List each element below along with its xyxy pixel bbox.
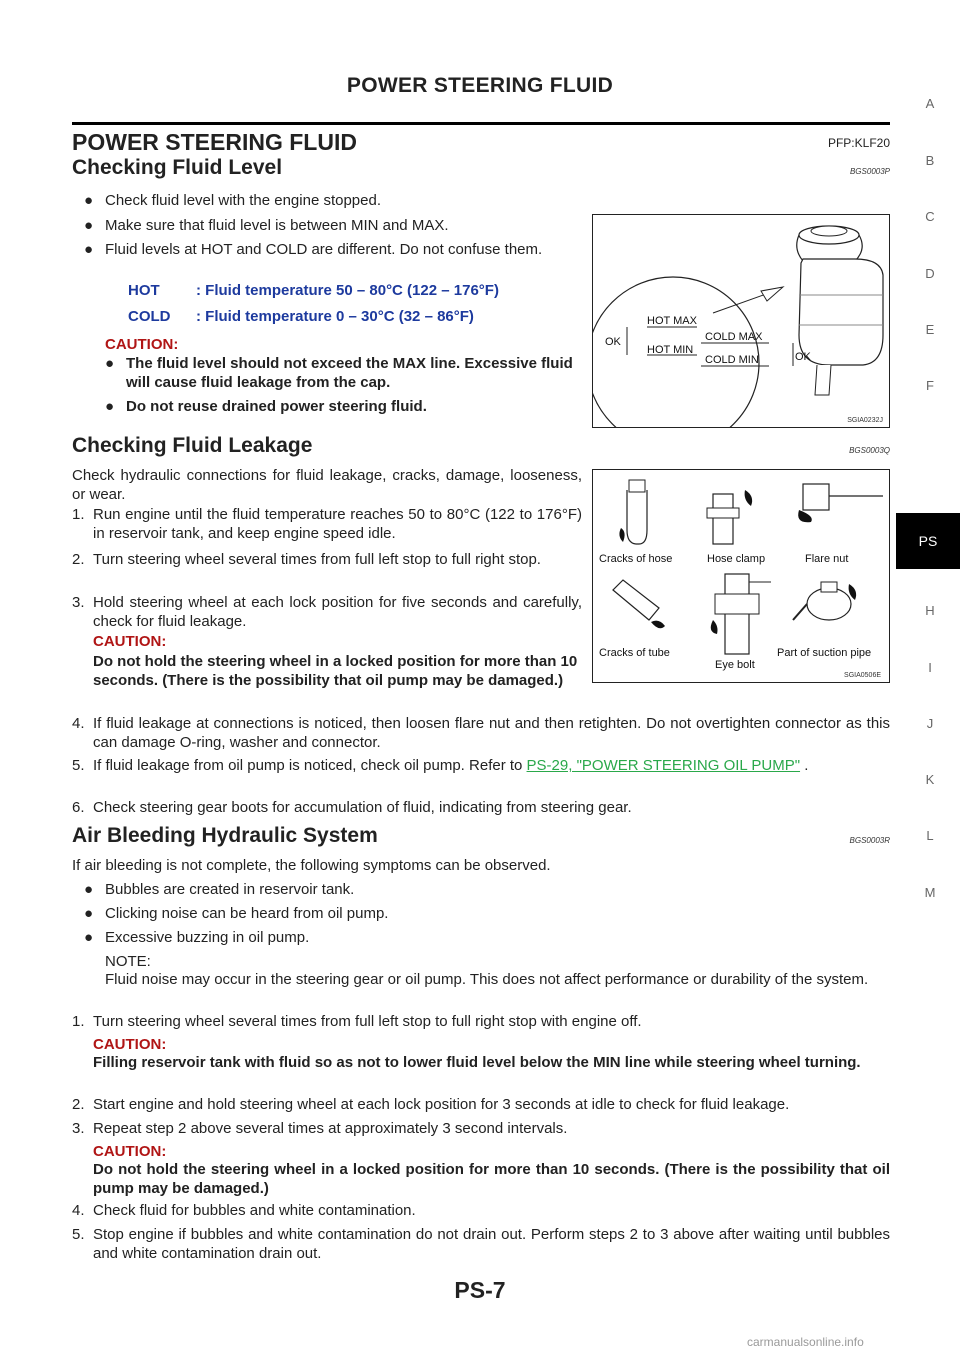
side-index-e[interactable]: E bbox=[925, 322, 935, 337]
leak-title: Checking Fluid Leakage bbox=[72, 434, 313, 457]
level-caution-bullet: ● Do not reuse drained power steering fl… bbox=[105, 398, 427, 415]
page-header-title: POWER STEERING FLUID bbox=[346, 74, 614, 97]
bleed-code: BGS0003R bbox=[849, 836, 890, 845]
bleed-step-2: 2. Start engine and hold steering wheel … bbox=[72, 1096, 790, 1113]
hose-clamp-icon bbox=[706, 490, 753, 545]
side-index-i[interactable]: I bbox=[928, 660, 932, 675]
side-index-m[interactable]: M bbox=[924, 885, 936, 900]
leak-step: 2. Turn steering wheel several times fro… bbox=[72, 551, 541, 568]
reservoir-illustration: HOT MAX HOT MIN COLD MAX COLD MIN OK OK bbox=[586, 225, 884, 450]
bullet-dot-icon: ● bbox=[84, 192, 94, 209]
leak-step-5: 5. If fluid leakage from oil pump is not… bbox=[72, 757, 809, 774]
bullet-dot-icon: ● bbox=[84, 241, 94, 258]
bleed-title: Air Bleeding Hydraulic System bbox=[72, 824, 378, 847]
hose-clamp-label: Hose clamp bbox=[707, 553, 765, 565]
side-index-ps-tab[interactable]: PS bbox=[896, 513, 960, 569]
side-index-f[interactable]: F bbox=[926, 378, 934, 393]
hot-max-label: HOT MAX bbox=[647, 315, 698, 327]
cracks-of-hose-label: Cracks of hose bbox=[599, 553, 672, 565]
bullet-dot-icon: ● bbox=[105, 398, 115, 415]
level-bullet: ● Make sure that fluid level is between … bbox=[84, 217, 449, 234]
side-index-j[interactable]: J bbox=[926, 716, 934, 731]
level-code: BGS0003P bbox=[849, 167, 890, 176]
reservoir-figure: HOT MAX HOT MIN COLD MAX COLD MIN OK OK … bbox=[586, 214, 890, 450]
cracks-of-tube-label: Cracks of tube bbox=[599, 647, 670, 659]
reservoir-tank-icon bbox=[796, 225, 884, 396]
bleed-step-4: 4. Check fluid for bubbles and white con… bbox=[72, 1202, 416, 1219]
ps29-oil-pump-link[interactable]: PS-29, "POWER STEERING OIL PUMP" bbox=[526, 757, 801, 774]
tube-crack-icon bbox=[612, 579, 665, 629]
level-caution-title: CAUTION: bbox=[105, 336, 179, 353]
hot-min-label: HOT MIN bbox=[647, 344, 693, 356]
leak-step: 3. Hold steering wheel at each lock posi… bbox=[72, 594, 582, 630]
watermark: carmanualsonline.info bbox=[747, 1335, 864, 1349]
leak-caution-text: Do not hold the steering wheel in a lock… bbox=[93, 653, 578, 689]
side-index-c[interactable]: C bbox=[925, 209, 935, 224]
leak-step-6: 6. Check steering gear boots for accumul… bbox=[72, 799, 632, 816]
flare-nut-icon bbox=[798, 483, 883, 523]
cold-text: : Fluid temperature 0 – 30°C (32 – 86°F) bbox=[196, 308, 474, 325]
side-index-a[interactable]: A bbox=[925, 96, 935, 111]
leak-intro: Check hydraulic connections for fluid le… bbox=[72, 467, 582, 503]
bleed-step-1: 1. Turn steering wheel several times fro… bbox=[72, 1013, 642, 1030]
bleed-step-5: 5. Stop engine if bubbles and white cont… bbox=[72, 1226, 890, 1262]
leakage-figure-code: SGIA0506E bbox=[844, 672, 881, 679]
side-index-l[interactable]: L bbox=[926, 828, 934, 843]
level-caution-bullet: ● The fluid level should not exceed the … bbox=[105, 355, 573, 391]
side-index-h[interactable]: H bbox=[925, 603, 935, 618]
level-bullet: ● Fluid levels at HOT and COLD are diffe… bbox=[84, 241, 543, 258]
leak-step: 1. Run engine until the fluid temperatur… bbox=[72, 506, 582, 542]
bullet-dot-icon: ● bbox=[84, 217, 94, 234]
bullet-dot-icon: ● bbox=[84, 929, 94, 946]
bleed-step-3: 3. Repeat step 2 above several times at … bbox=[72, 1120, 568, 1137]
suction-pipe-label: Part of suction pipe bbox=[777, 647, 871, 659]
ok-right-label: OK bbox=[795, 351, 812, 363]
leak-step-4: 4. If fluid leakage at connections is no… bbox=[72, 715, 890, 751]
section-code: PFP:KLF20 bbox=[827, 136, 890, 150]
side-index-k[interactable]: K bbox=[925, 772, 935, 787]
side-index-b[interactable]: B bbox=[925, 153, 935, 168]
bleed-bullet: ● Clicking noise can be heard from oil p… bbox=[84, 905, 389, 922]
bleed-caution1-text: Filling reservoir tank with fluid so as … bbox=[93, 1054, 861, 1071]
leakage-figure: Cracks of hose Hose clamp Flare nut Crac… bbox=[592, 469, 890, 683]
flare-nut-label: Flare nut bbox=[805, 553, 848, 565]
bullet-dot-icon: ● bbox=[84, 905, 94, 922]
bullet-dot-icon: ● bbox=[105, 355, 115, 372]
ok-left-label: OK bbox=[605, 336, 622, 348]
bleed-caution2-text: Do not hold the steering wheel in a lock… bbox=[93, 1161, 890, 1197]
section-title: POWER STEERING FLUID bbox=[72, 129, 357, 155]
bleed-note-title: NOTE: bbox=[105, 953, 151, 970]
hose-crack-icon bbox=[619, 479, 648, 545]
eye-bolt-icon bbox=[710, 573, 771, 655]
leader-arrow-icon bbox=[712, 292, 770, 314]
hot-label: HOT bbox=[128, 282, 160, 299]
eye-bolt-label: Eye bolt bbox=[715, 659, 755, 671]
side-index-d[interactable]: D bbox=[925, 266, 935, 281]
bleed-bullet: ● Bubbles are created in reservoir tank. bbox=[84, 881, 355, 898]
cold-min-label: COLD MIN bbox=[705, 354, 759, 366]
level-title: Checking Fluid Level bbox=[72, 156, 283, 179]
bullet-dot-icon: ● bbox=[84, 881, 94, 898]
bleed-note-text: Fluid noise may occur in the steering ge… bbox=[105, 971, 869, 988]
bleed-caution2-title: CAUTION: bbox=[93, 1143, 167, 1160]
leak-caution-title: CAUTION: bbox=[93, 633, 167, 650]
cold-max-label: COLD MAX bbox=[705, 331, 763, 343]
cold-label: COLD bbox=[128, 308, 171, 325]
bleed-bullet: ● Excessive buzzing in oil pump. bbox=[84, 929, 310, 946]
suction-pipe-icon bbox=[792, 581, 857, 621]
page-number: PS-7 bbox=[454, 1277, 506, 1303]
reservoir-figure-code: SGIA0232J bbox=[847, 417, 883, 424]
bleed-caution1-title: CAUTION: bbox=[93, 1036, 167, 1053]
bleed-intro: If air bleeding is not complete, the fol… bbox=[72, 857, 551, 874]
leak-code: BGS0003Q bbox=[849, 446, 890, 455]
level-bullet: ● Check fluid level with the engine stop… bbox=[84, 192, 382, 209]
leakage-illustration: Cracks of hose Hose clamp Flare nut Crac… bbox=[599, 479, 883, 671]
header-rule bbox=[72, 122, 890, 125]
hot-text: : Fluid temperature 50 – 80°C (122 – 176… bbox=[196, 282, 499, 299]
